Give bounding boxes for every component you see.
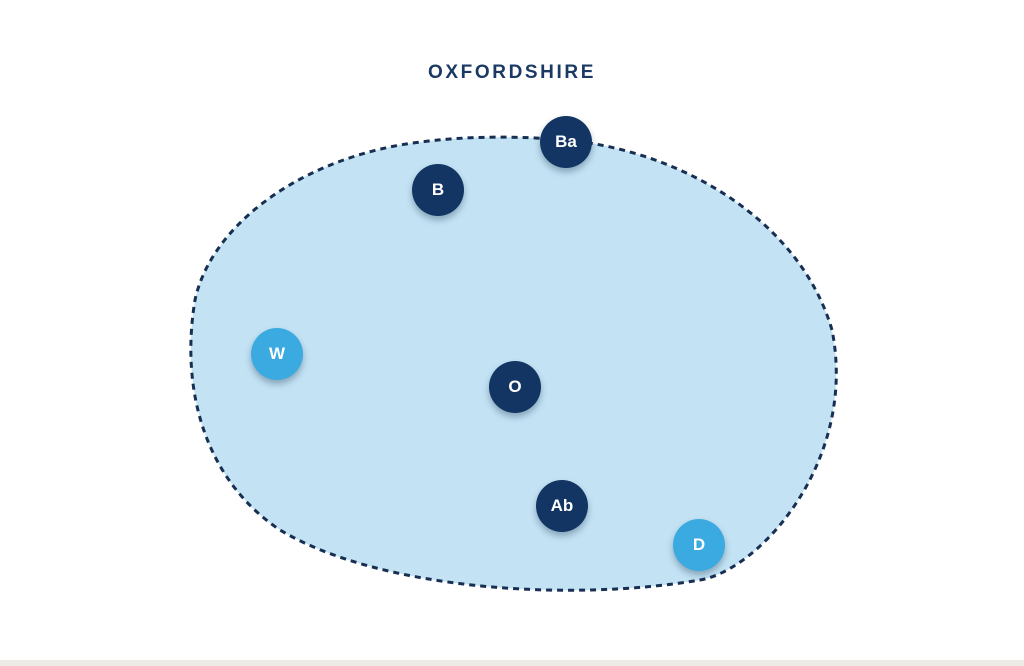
marker-label: D — [692, 535, 706, 554]
marker-label: B — [431, 180, 445, 199]
marker-label: W — [268, 344, 286, 363]
marker-ba[interactable]: Ba — [540, 116, 592, 168]
marker-b[interactable]: B — [412, 164, 464, 216]
marker-label: Ab — [550, 496, 574, 515]
marker-o[interactable]: O — [489, 361, 541, 413]
marker-ab[interactable]: Ab — [536, 480, 588, 532]
marker-label: O — [508, 377, 522, 396]
marker-d[interactable]: D — [673, 519, 725, 571]
map-title: OXFORDSHIRE — [428, 62, 596, 83]
marker-w[interactable]: W — [251, 328, 303, 380]
marker-label: Ba — [555, 132, 577, 151]
bottom-band — [0, 660, 1024, 666]
